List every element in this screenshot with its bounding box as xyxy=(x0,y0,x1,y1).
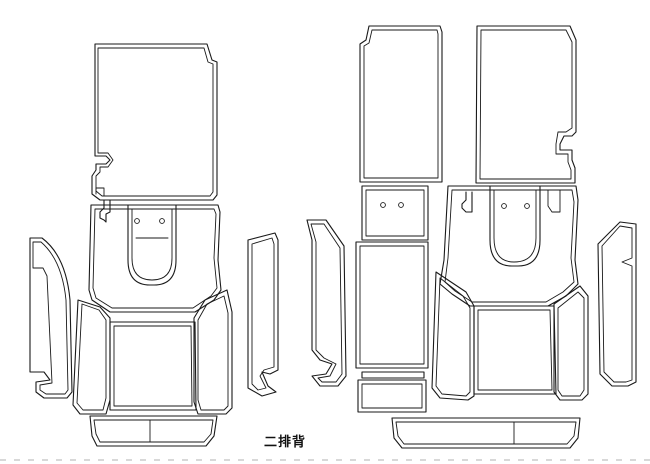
left-headrest-slot xyxy=(127,204,177,286)
left-bottom-strip xyxy=(89,415,218,447)
left-side-bolster-right xyxy=(193,289,233,415)
right-small-block xyxy=(361,185,429,241)
left-top-panel xyxy=(91,43,218,201)
right-outer-strip-left xyxy=(306,219,347,387)
right-bottom-strip xyxy=(391,417,581,449)
left-side-bolster-left xyxy=(72,299,111,415)
right-bottom-block xyxy=(357,379,427,413)
right-outer-strip-right xyxy=(597,221,637,387)
right-side-bolster-left xyxy=(431,271,475,401)
right-headrest-slot xyxy=(489,185,561,267)
left-middle-panel xyxy=(88,204,222,313)
right-pattern-set xyxy=(306,25,637,449)
left-outer-strip-right xyxy=(247,232,279,397)
right-middle-tall-panel xyxy=(355,241,429,369)
right-top-panel-right xyxy=(475,25,577,184)
right-top-panel-left xyxy=(359,25,443,183)
right-side-bolster-right xyxy=(553,285,589,401)
right-small-strip xyxy=(361,371,425,379)
left-outer-strip-left xyxy=(29,237,73,399)
right-bottom-square xyxy=(473,305,557,395)
caption-label: 二排背 xyxy=(264,435,307,450)
left-bottom-square xyxy=(109,321,197,411)
left-pattern-set xyxy=(29,43,279,447)
